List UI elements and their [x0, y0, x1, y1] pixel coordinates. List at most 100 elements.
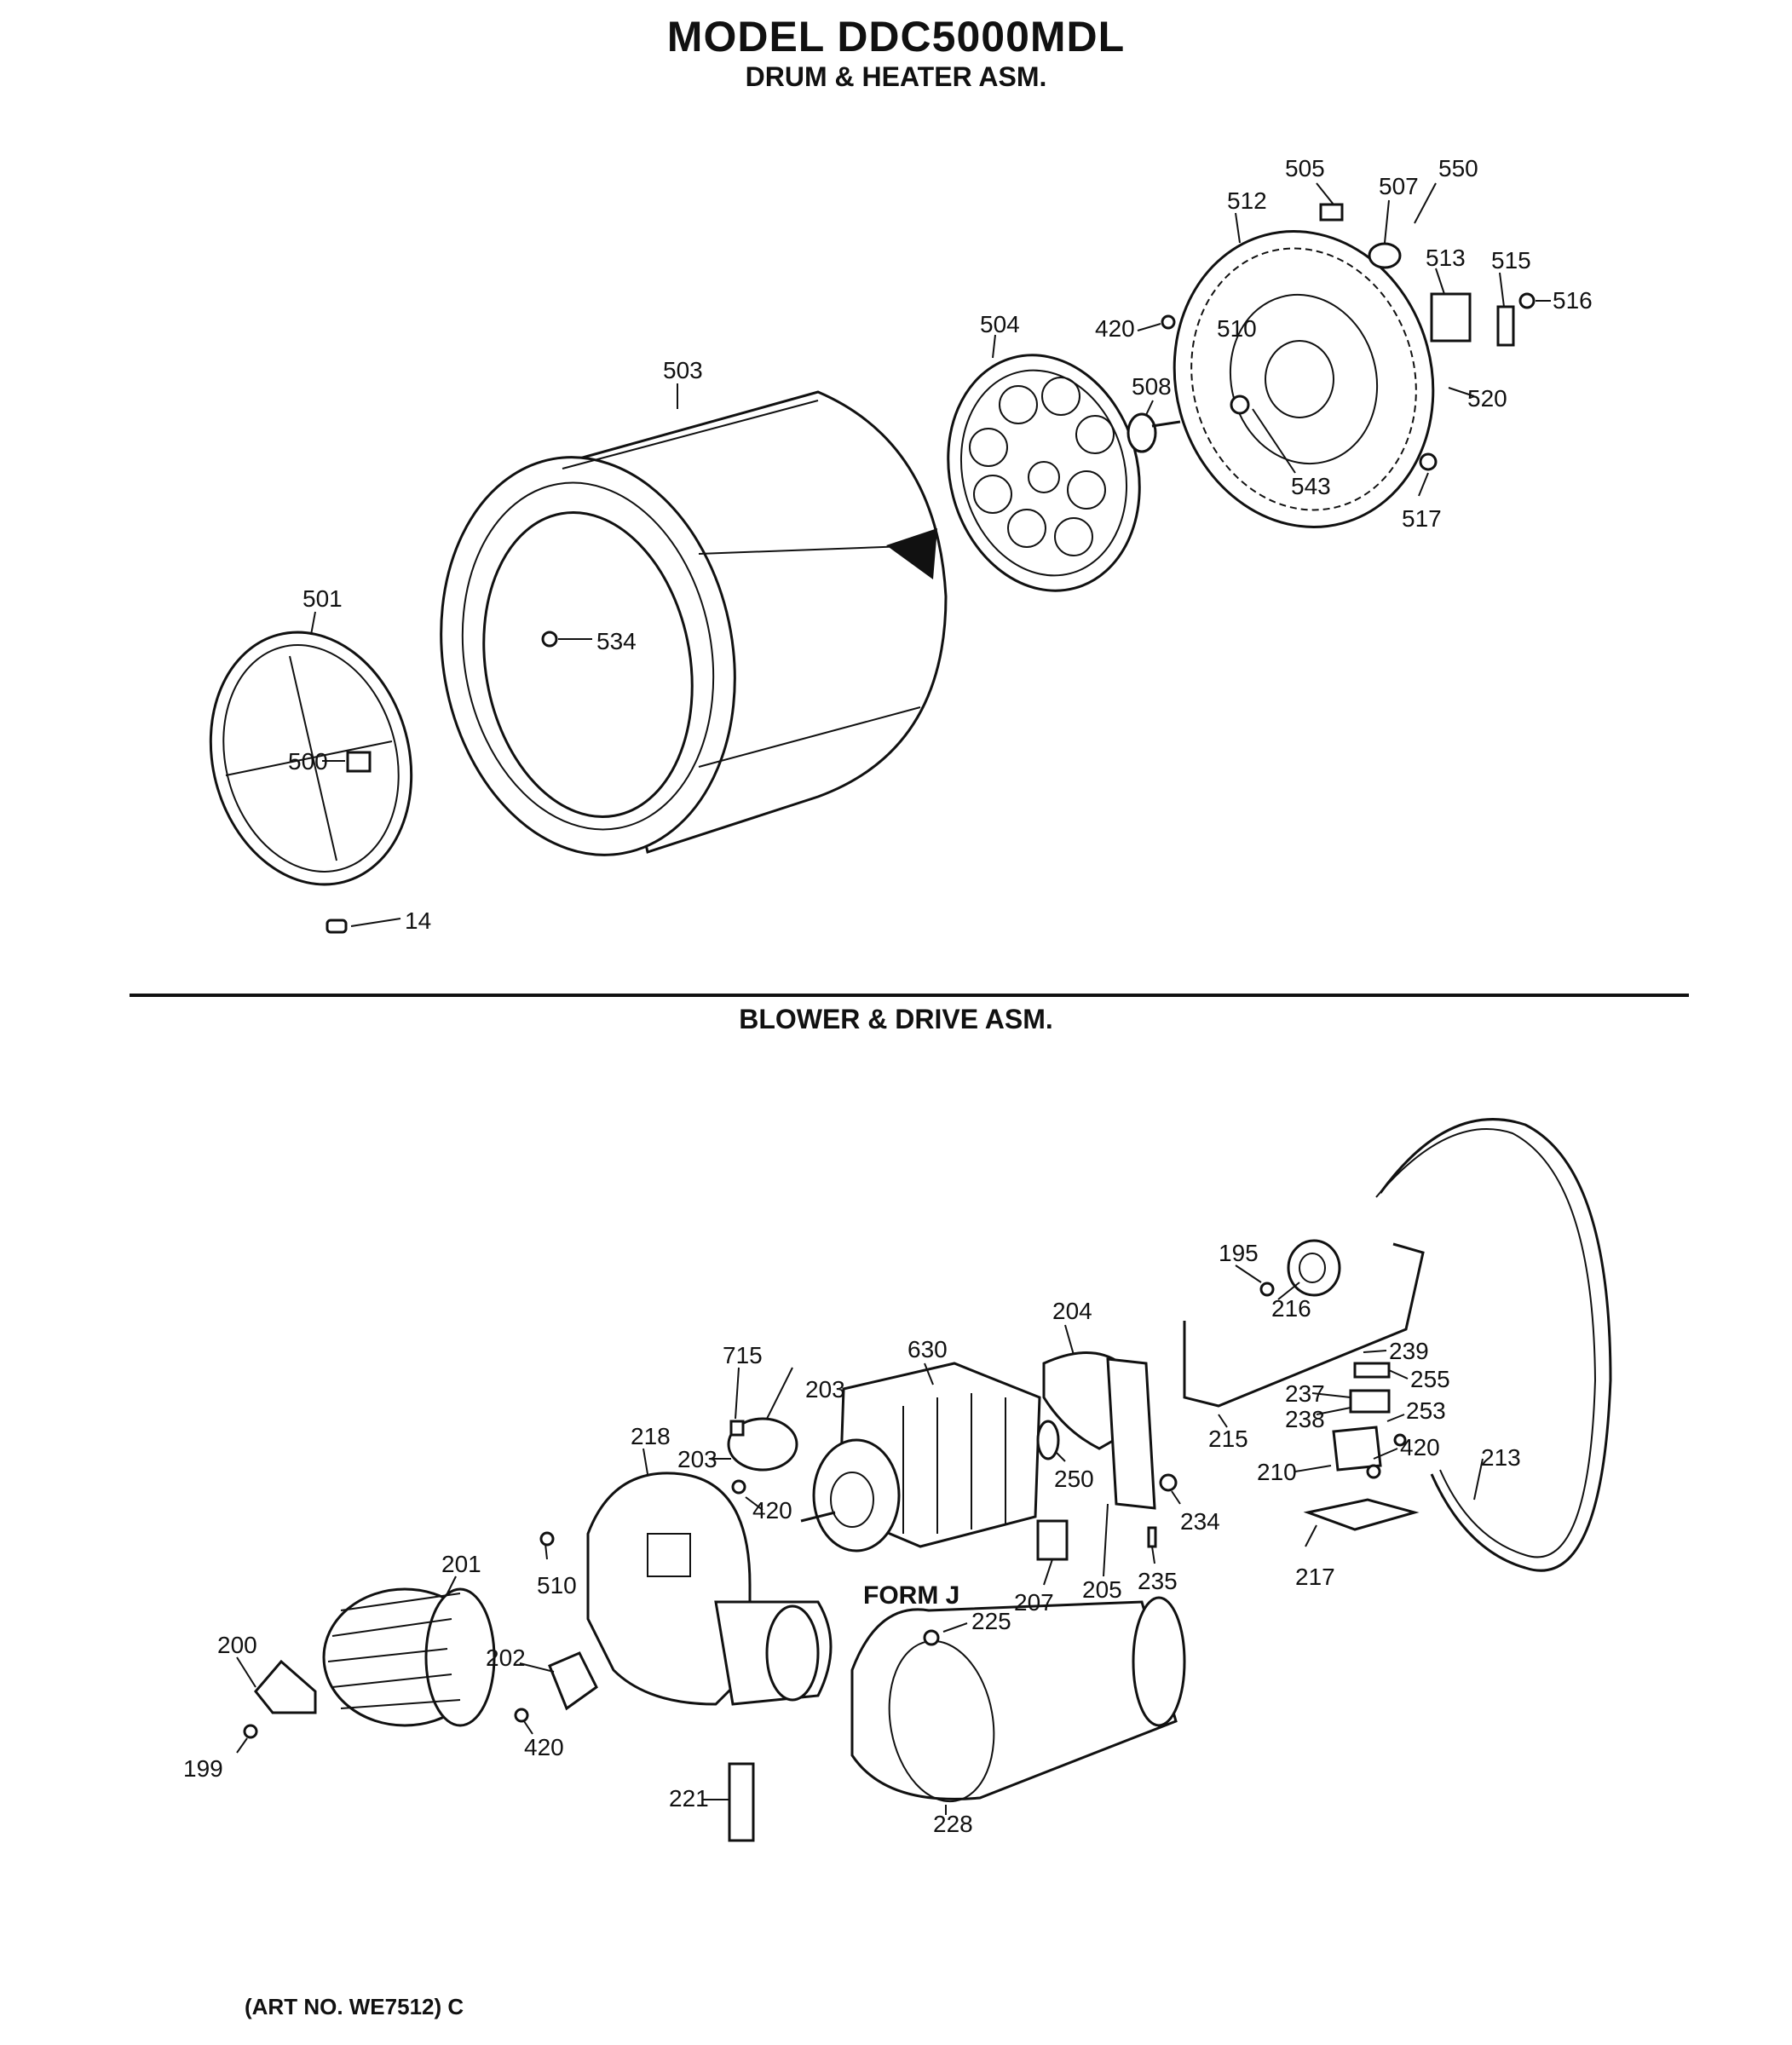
heater-assembly: [1173, 230, 1435, 528]
screw-225: [923, 1629, 940, 1646]
screw-420-strap: [731, 1479, 746, 1495]
callouts-blower-drive: 195 216 239 255 237 238 253 204 630 715 …: [183, 1240, 1521, 1837]
callout-510-heater: 510: [1217, 315, 1257, 342]
screw-420-bracket: [1366, 1464, 1381, 1479]
callout-505: 505: [1285, 155, 1325, 181]
callout-199: 199: [183, 1755, 223, 1782]
plate-513: [1430, 292, 1472, 343]
form-label: FORM J: [863, 1581, 959, 1610]
washer-253: [1393, 1433, 1407, 1447]
callout-420-bracket: 420: [1400, 1434, 1440, 1460]
leader-lines-top: [310, 182, 1551, 927]
callout-512: 512: [1227, 187, 1267, 214]
callout-550: 550: [1438, 155, 1478, 181]
screw-420-top: [1161, 314, 1176, 330]
screw-420-cover: [514, 1708, 529, 1723]
screw-510-blower: [539, 1531, 555, 1547]
callout-234: 234: [1180, 1508, 1220, 1535]
drive-motor: [800, 1362, 1060, 1552]
screw-534: [541, 631, 558, 648]
callout-504: 504: [980, 311, 1020, 337]
callout-217: 217: [1295, 1564, 1335, 1590]
callout-216: 216: [1271, 1295, 1311, 1322]
rear-bracket: [254, 1659, 317, 1714]
callout-508: 508: [1132, 373, 1172, 400]
callout-201: 201: [441, 1551, 481, 1577]
nut-234: [1159, 1473, 1178, 1492]
callout-513: 513: [1426, 245, 1466, 271]
model-title: MODEL DDC5000MDL: [666, 13, 1126, 60]
blower-wheel: [322, 1587, 496, 1727]
clip-517: [1419, 452, 1438, 471]
bracket-210: [1332, 1426, 1382, 1472]
callout-507: 507: [1379, 173, 1419, 199]
foam-strip: [728, 1762, 755, 1842]
callout-14: 14: [405, 907, 431, 934]
callout-517: 517: [1402, 505, 1442, 532]
callout-202: 202: [486, 1645, 526, 1671]
callout-515: 515: [1491, 247, 1531, 274]
front-seal-ring: [209, 631, 413, 886]
callout-221: 221: [669, 1785, 709, 1812]
callout-235: 235: [1138, 1568, 1178, 1594]
callouts-drum-heater: 505 507 550 512 513 515 516 420 510 504 …: [288, 155, 1593, 934]
callout-205: 205: [1082, 1576, 1122, 1603]
motor-switch: [1036, 1519, 1069, 1561]
callout-630: 630: [908, 1336, 948, 1362]
callout-238: 238: [1285, 1406, 1325, 1432]
bearing: [1126, 412, 1181, 453]
callout-207: 207: [1014, 1589, 1054, 1616]
callout-500: 500: [288, 748, 328, 775]
callout-237: 237: [1285, 1380, 1325, 1407]
idler-pulley: [1287, 1239, 1341, 1297]
exhaust-duct: [850, 1596, 1186, 1803]
clip-715: [729, 1420, 745, 1437]
callout-715: 715: [723, 1342, 763, 1368]
clip-14: [326, 919, 348, 934]
callout-218: 218: [631, 1423, 671, 1449]
callout-239: 239: [1389, 1338, 1429, 1364]
section-title-blower-drive: BLOWER & DRIVE ASM.: [739, 1004, 1053, 1034]
callout-210: 210: [1257, 1459, 1297, 1485]
callout-225: 225: [971, 1608, 1011, 1634]
callout-420-cover: 420: [524, 1734, 564, 1760]
thermostat-507: [1368, 242, 1402, 269]
drive-belt: [1375, 1118, 1612, 1572]
section-title-drum-heater: DRUM & HEATER ASM.: [745, 61, 1047, 92]
thermostat-505: [1319, 203, 1344, 222]
terminal-515: [1496, 305, 1515, 347]
idler-arm: [1183, 1242, 1425, 1408]
callout-543: 543: [1291, 473, 1331, 499]
blower-housing: [586, 1472, 833, 1706]
screw-195: [1259, 1282, 1275, 1297]
callout-195: 195: [1219, 1240, 1259, 1266]
callout-503: 503: [663, 357, 703, 383]
callout-213: 213: [1481, 1444, 1521, 1471]
callout-203-lower: 203: [677, 1446, 717, 1472]
motor-strap: [727, 1417, 798, 1472]
callout-534: 534: [596, 628, 637, 654]
callout-520: 520: [1467, 385, 1507, 412]
callout-250: 250: [1054, 1466, 1094, 1492]
callout-255: 255: [1410, 1366, 1450, 1392]
bracket-237-238: [1349, 1389, 1391, 1414]
plate-217: [1303, 1498, 1420, 1531]
rear-drum-baffle: [947, 354, 1141, 592]
callout-510-blower: 510: [537, 1572, 577, 1599]
art-number: (ART NO. WE7512) C: [245, 1994, 464, 2019]
callout-228: 228: [933, 1811, 973, 1837]
callout-215: 215: [1208, 1426, 1248, 1452]
plate-255: [1353, 1362, 1391, 1379]
callout-204: 204: [1052, 1298, 1092, 1324]
drum: [440, 390, 948, 856]
callout-420-strap: 420: [752, 1497, 792, 1524]
callout-200: 200: [217, 1632, 257, 1658]
callout-501: 501: [303, 585, 343, 612]
screw-516: [1518, 292, 1536, 309]
callout-420-heater: 420: [1095, 315, 1135, 342]
screw-235: [1147, 1526, 1157, 1548]
motor-mount: [1042, 1351, 1156, 1510]
callout-253: 253: [1406, 1397, 1446, 1424]
callout-203-upper: 203: [805, 1376, 845, 1403]
